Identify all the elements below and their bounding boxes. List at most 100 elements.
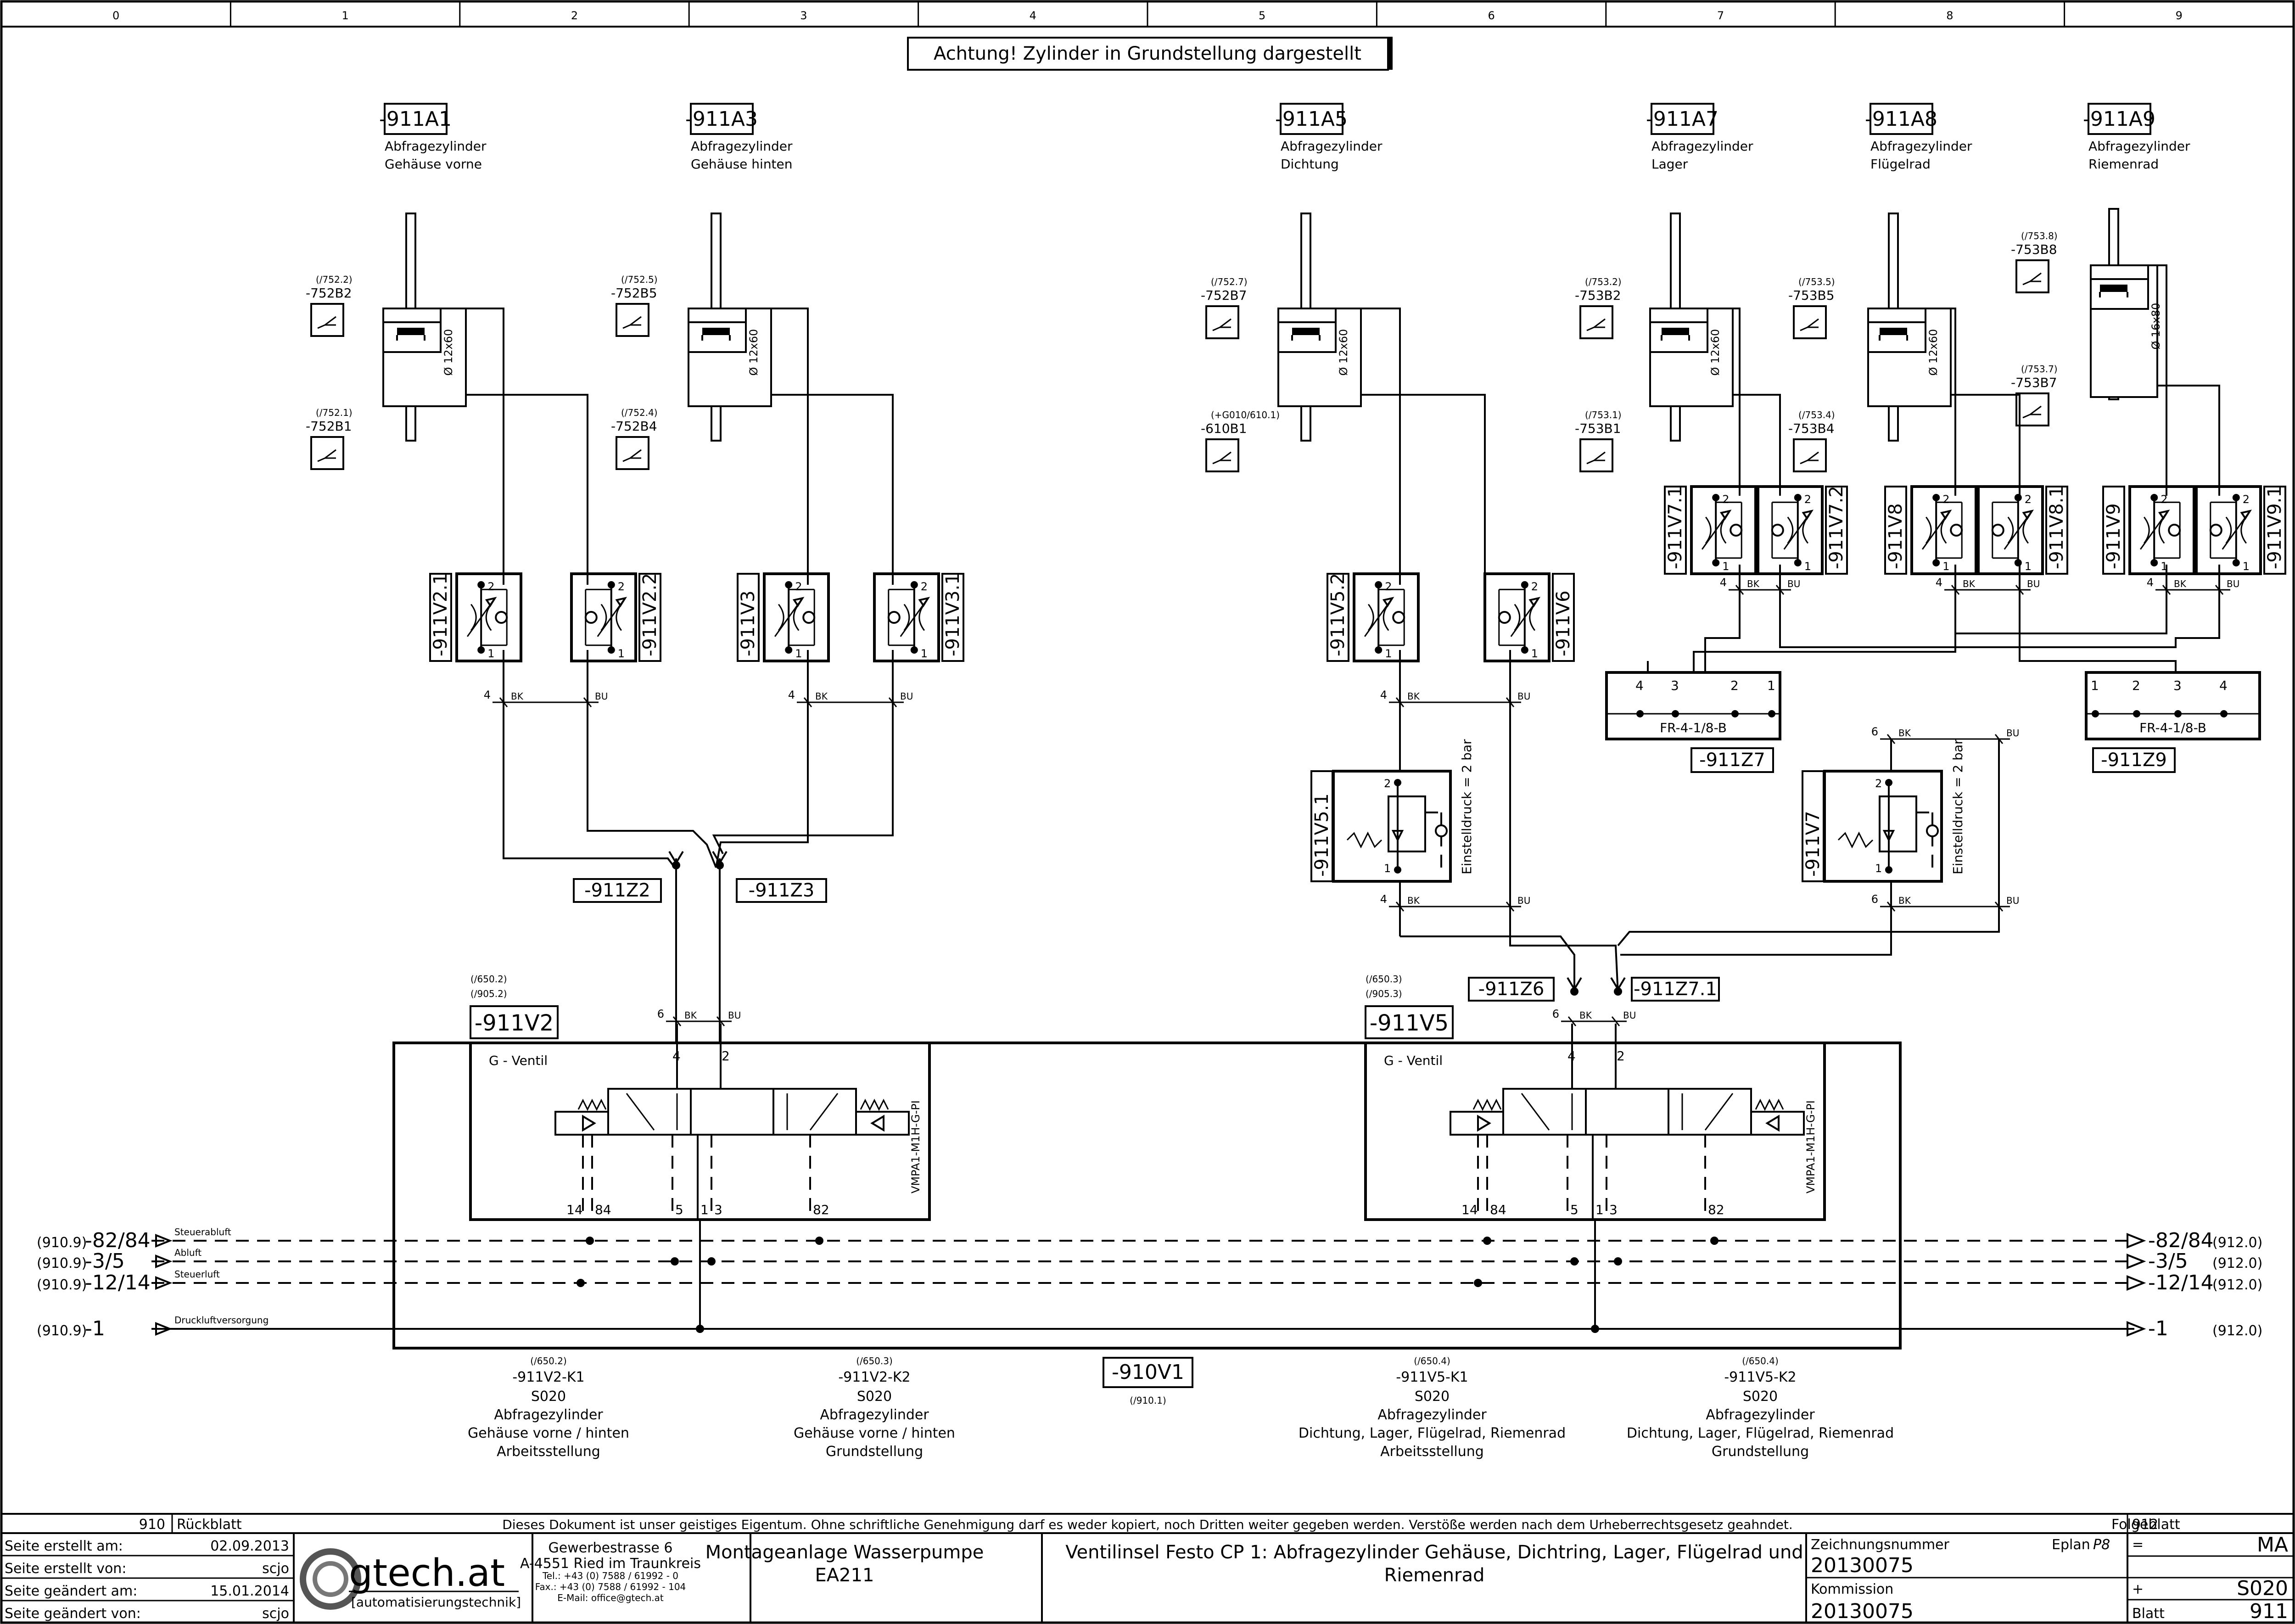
column-number: 6 <box>1488 9 1495 22</box>
port-label: 1 <box>1385 647 1392 660</box>
bus-ref: (910.9) <box>37 1235 87 1251</box>
throttle-frame <box>1353 572 1420 662</box>
port-label: 1 <box>1384 862 1391 875</box>
coil-ref: (/650.3) <box>856 1355 893 1366</box>
junction-dot <box>2232 494 2240 501</box>
cylinder-desc: Abfragezylinder <box>1870 139 1972 154</box>
port-label: 1 <box>1767 678 1775 693</box>
sensor-box <box>2015 392 2049 426</box>
tube-tick <box>1735 585 1744 595</box>
line <box>1361 394 1486 585</box>
junction-dot <box>607 581 615 588</box>
piston-seal <box>397 328 425 335</box>
flow-arrow <box>809 1093 839 1131</box>
throttle-tag-box <box>2045 486 2068 575</box>
column-number: 1 <box>341 9 348 22</box>
port-label: 2 <box>1942 493 1949 506</box>
junction-dot <box>1768 710 1775 717</box>
coil-code: S020 <box>857 1389 892 1405</box>
throttle-frame <box>455 572 522 662</box>
port-number: 4 <box>788 689 795 701</box>
cylinder-bore: Ø 12x60 <box>442 329 455 376</box>
line <box>1509 650 1619 994</box>
port-label: 5 <box>675 1202 683 1217</box>
column-number: 7 <box>1717 9 1724 22</box>
line <box>1306 308 1401 585</box>
junction-dot <box>2174 710 2182 717</box>
check-ball <box>802 611 816 624</box>
port-label: 2 <box>1804 493 1811 506</box>
tube-tick <box>2215 585 2224 595</box>
port-label: 1 <box>1875 862 1882 875</box>
solenoid-symbol <box>1477 1114 1491 1132</box>
port-label: 3 <box>2173 678 2182 693</box>
throttle-tag-box <box>1884 486 1907 575</box>
junction-dot <box>910 581 918 588</box>
valve-ref: (/650.2) <box>470 974 507 985</box>
cylinder-tag-box <box>2088 103 2151 135</box>
port-label: 2 <box>795 580 802 593</box>
tube-color: BK <box>1579 1010 1592 1021</box>
company-logo: gtech.at[automatisierungstechnik] <box>300 1548 521 1610</box>
bus-target: (912.0) <box>2212 1235 2262 1251</box>
throttle-tag-box <box>1552 573 1575 662</box>
valve-island-tag: -910V1 (/910.1) <box>1103 1357 1193 1406</box>
throttle-911V9.1: 21-911V9.1 <box>2195 485 2286 575</box>
sensor-753B8: (/753.8)-753B8 <box>2011 230 2058 293</box>
tube-color: BU <box>1517 895 1530 906</box>
sensor-ref: (/753.5) <box>1798 276 1835 287</box>
bus-arrow <box>2127 1254 2146 1269</box>
port-label: 2 <box>1722 493 1729 506</box>
junction-dot <box>1521 581 1528 588</box>
tube-tick <box>1886 902 1896 912</box>
address-line: Tel.: +43 (0) 7588 / 61992 - 0 <box>542 1570 678 1581</box>
sensor-box <box>1793 305 1827 339</box>
throttle-tag-box <box>2263 486 2286 575</box>
project-code: EA211 <box>815 1565 874 1586</box>
spring <box>860 1098 889 1111</box>
junction-dot <box>2150 494 2158 501</box>
cylinder-head <box>688 308 747 353</box>
tube-color: BU <box>1787 578 1800 589</box>
port-label: 2 <box>2025 493 2032 506</box>
column-number: 4 <box>1030 9 1036 22</box>
coil-desc: Grundstellung <box>826 1444 923 1460</box>
tube-tick <box>1611 1016 1620 1026</box>
cylinder-desc: Gehäuse vorne <box>385 157 482 172</box>
sensor-tag: -753B8 <box>2011 242 2057 257</box>
port-label: 2 <box>1730 678 1739 693</box>
check-ball <box>2209 524 2222 537</box>
sensor-tag: -752B1 <box>306 419 352 434</box>
tube-tick <box>1395 902 1405 912</box>
manifold-type: FR-4-1/8-B <box>1660 720 1727 735</box>
throttle-911V3: 21-911V3 <box>737 572 830 662</box>
throttle-911V6: 21-911V6 <box>1483 572 1575 662</box>
port-label: 2 <box>2243 493 2250 506</box>
bus-target: (912.0) <box>2212 1277 2262 1293</box>
sensor-tag: -610B1 <box>1201 421 1247 436</box>
tube-tick <box>1886 734 1896 744</box>
tube-color: BK <box>1898 895 1911 906</box>
coil-911V5-K1: (/650.4)-911V5-K1S020AbfragezylinderDich… <box>1299 1355 1566 1460</box>
junction-dot <box>586 1237 594 1245</box>
sensor-tag: -752B4 <box>611 419 657 434</box>
check-ball <box>1950 524 1963 537</box>
junction-dot <box>2133 710 2140 717</box>
junction-dot <box>815 1237 823 1245</box>
logo-subtitle: [automatisierungstechnik] <box>351 1595 521 1610</box>
tube-color: BK <box>1747 578 1760 589</box>
junction-tag: -911Z3 <box>749 880 815 901</box>
regulator-spool <box>1388 795 1426 852</box>
sensor-ref: (/752.1) <box>316 407 353 418</box>
plus-value: S020 <box>2237 1577 2288 1600</box>
meta-label: Seite erstellt von: <box>5 1561 126 1577</box>
manifold-tag: -911Z9 <box>2101 750 2167 771</box>
next-sheet-no: 912 <box>2132 1517 2158 1533</box>
bus-target: (912.0) <box>2212 1323 2262 1339</box>
tube-color: BK <box>1898 728 1911 739</box>
tube-tick <box>1775 585 1785 595</box>
junction-tag-box <box>736 878 827 903</box>
